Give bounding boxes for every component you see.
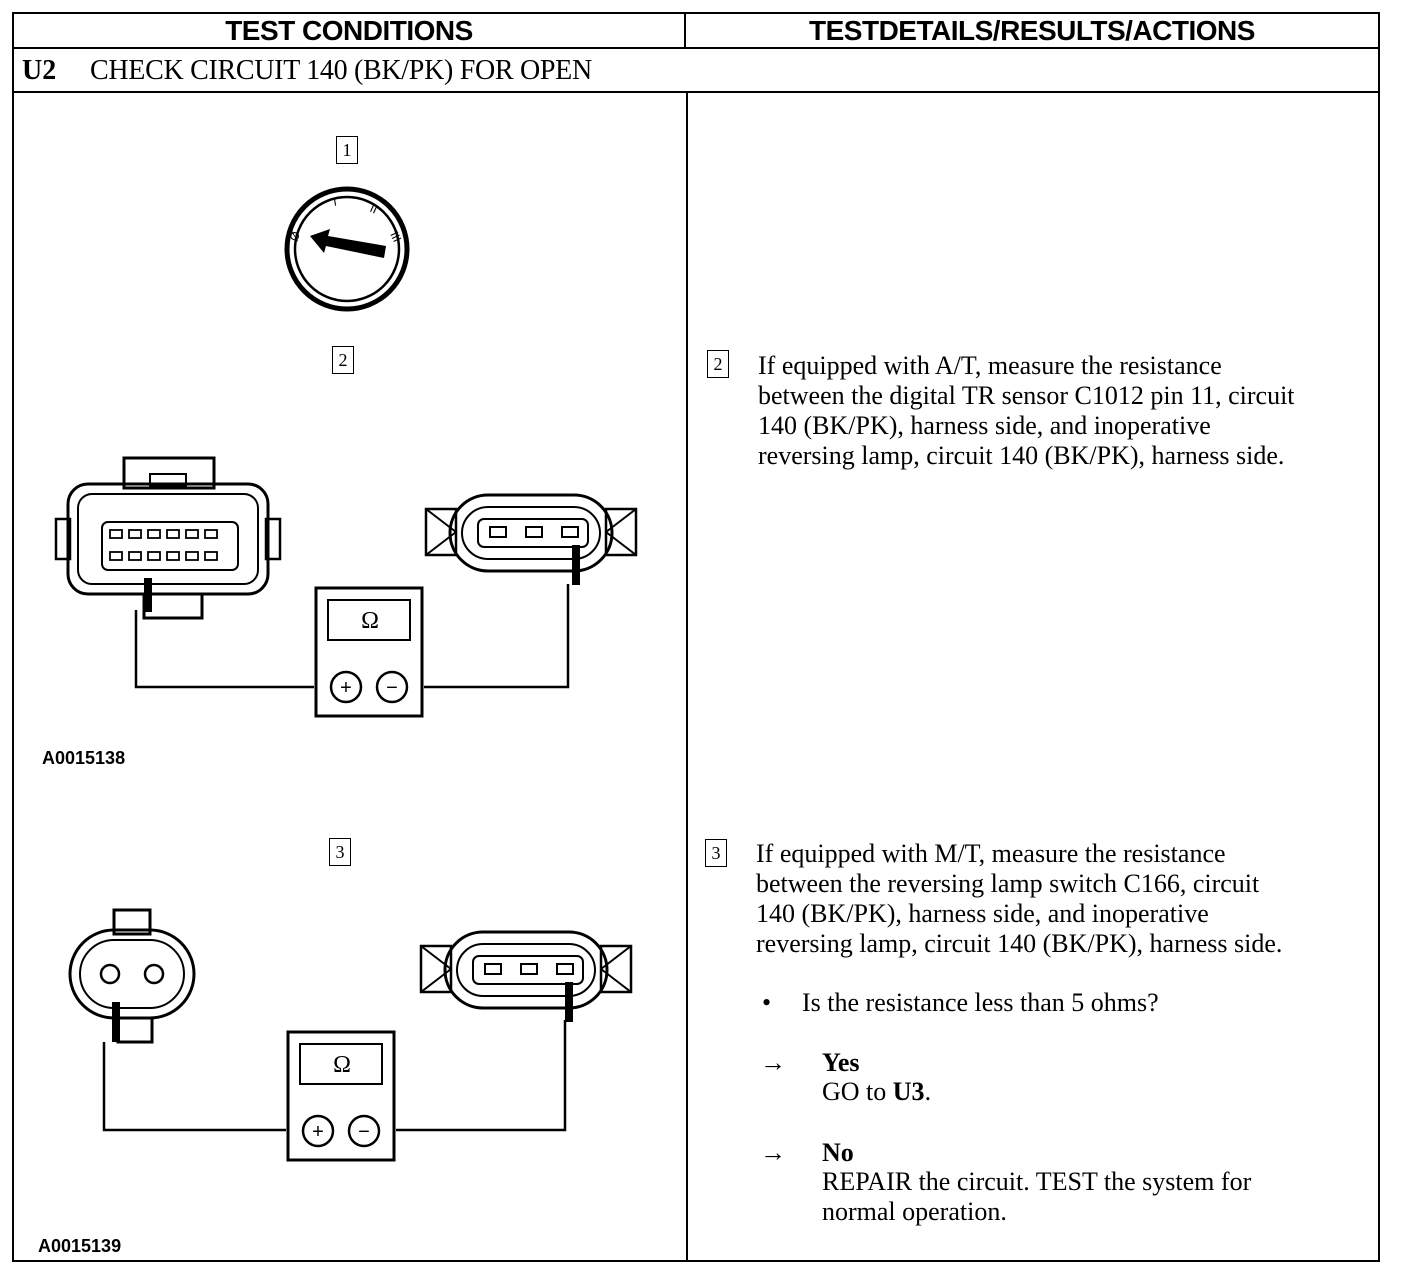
step-row: U2 CHECK CIRCUIT 140 (BK/PK) FOR OPEN xyxy=(14,49,1378,93)
step-3-line-2: between the reversing lamp switch C166, … xyxy=(756,869,1260,898)
no-action-test: TEST xyxy=(1035,1167,1098,1196)
no-action-line-1: REPAIR the circuit. TEST the system for xyxy=(822,1167,1251,1197)
step-3-line-4: reversing lamp, circuit 140 (BK/PK), har… xyxy=(756,929,1283,958)
ohm-symbol-2-icon: Ω xyxy=(333,1052,351,1078)
ohmmeter-2: Ω + − xyxy=(286,1030,396,1162)
question-text: Is the resistance less than 5 ohms? xyxy=(802,988,1159,1017)
no-action-rest-2: the system for xyxy=(1097,1167,1252,1196)
column-divider xyxy=(686,93,688,1262)
ohm-symbol-icon: Ω xyxy=(361,608,379,634)
yes-action-suffix: . xyxy=(924,1077,932,1106)
no-action-line-2: normal operation. xyxy=(822,1197,1007,1226)
reversing-lamp-switch-connector-icon xyxy=(68,908,196,1044)
step-box-2: 2 xyxy=(332,346,354,374)
no-action-rest-1: the circuit. xyxy=(912,1167,1036,1196)
step-2-line-1: If equipped with A/T, measure the resist… xyxy=(758,351,1222,380)
step-title: CHECK CIRCUIT 140 (BK/PK) FOR OPEN xyxy=(90,55,592,86)
header-test-details: TESTDETAILS/RESULTS/ACTIONS xyxy=(809,15,1255,46)
plus-terminal-2-icon: + xyxy=(312,1121,324,1143)
ignition-mark-1: I xyxy=(332,195,338,209)
no-action-repair: REPAIR xyxy=(822,1167,913,1196)
step-box-3: 3 xyxy=(329,838,351,866)
test-leads-2 xyxy=(102,1020,567,1132)
question-bullet: • xyxy=(762,988,772,1017)
tr-sensor-connector-icon xyxy=(54,456,282,620)
reversing-lamp-connector-2-icon xyxy=(419,930,633,1022)
yes-action-prefix: GO to xyxy=(822,1077,893,1106)
procedure-table: TEST CONDITIONS TESTDETAILS/RESULTS/ACTI… xyxy=(12,12,1380,1262)
ignition-mark-2: II xyxy=(368,201,380,217)
yes-action: GO to U3. xyxy=(822,1077,931,1107)
step-3-line-3: 140 (BK/PK), harness side, and inoperati… xyxy=(756,899,1209,928)
no-label: No xyxy=(822,1138,854,1167)
ignition-mark-off: Ø xyxy=(287,229,303,243)
step-2-line-2: between the digital TR sensor C1012 pin … xyxy=(758,381,1295,410)
plus-terminal-icon: + xyxy=(340,677,352,699)
no-action: REPAIR the circuit. TEST the system for … xyxy=(822,1167,1251,1227)
figure-id-1: A0015138 xyxy=(42,748,126,768)
yes-action-target[interactable]: U3 xyxy=(892,1077,925,1106)
detail-box-2: 2 xyxy=(707,350,729,378)
no-arrow-icon: → xyxy=(760,1138,786,1167)
step-3-line-1: If equipped with M/T, measure the resist… xyxy=(756,839,1226,868)
yes-arrow-icon: → xyxy=(760,1048,786,1077)
header-row: TEST CONDITIONS TESTDETAILS/RESULTS/ACTI… xyxy=(14,14,1378,49)
minus-terminal-2-icon: − xyxy=(358,1121,370,1143)
step-3-instructions: If equipped with M/T, measure the resist… xyxy=(756,839,1282,959)
header-test-conditions: TEST CONDITIONS xyxy=(14,14,686,47)
figure-id-2: A0015139 xyxy=(38,1236,122,1256)
step-2-line-4: reversing lamp, circuit 140 (BK/PK), har… xyxy=(758,441,1285,470)
step-2-line-3: 140 (BK/PK), harness side, and inoperati… xyxy=(758,411,1211,440)
minus-terminal-icon: − xyxy=(386,677,398,699)
detail-box-3: 3 xyxy=(705,839,727,867)
step-2-instructions: If equipped with A/T, measure the resist… xyxy=(758,351,1295,471)
step-id: U2 xyxy=(22,55,57,86)
step-box-1: 1 xyxy=(336,136,358,164)
ohmmeter-1: Ω + − xyxy=(314,586,424,718)
ignition-switch-icon: Ø I II III xyxy=(284,186,410,312)
reversing-lamp-connector-icon xyxy=(424,493,638,585)
test-leads-1 xyxy=(134,584,570,689)
yes-label: Yes xyxy=(822,1048,860,1077)
